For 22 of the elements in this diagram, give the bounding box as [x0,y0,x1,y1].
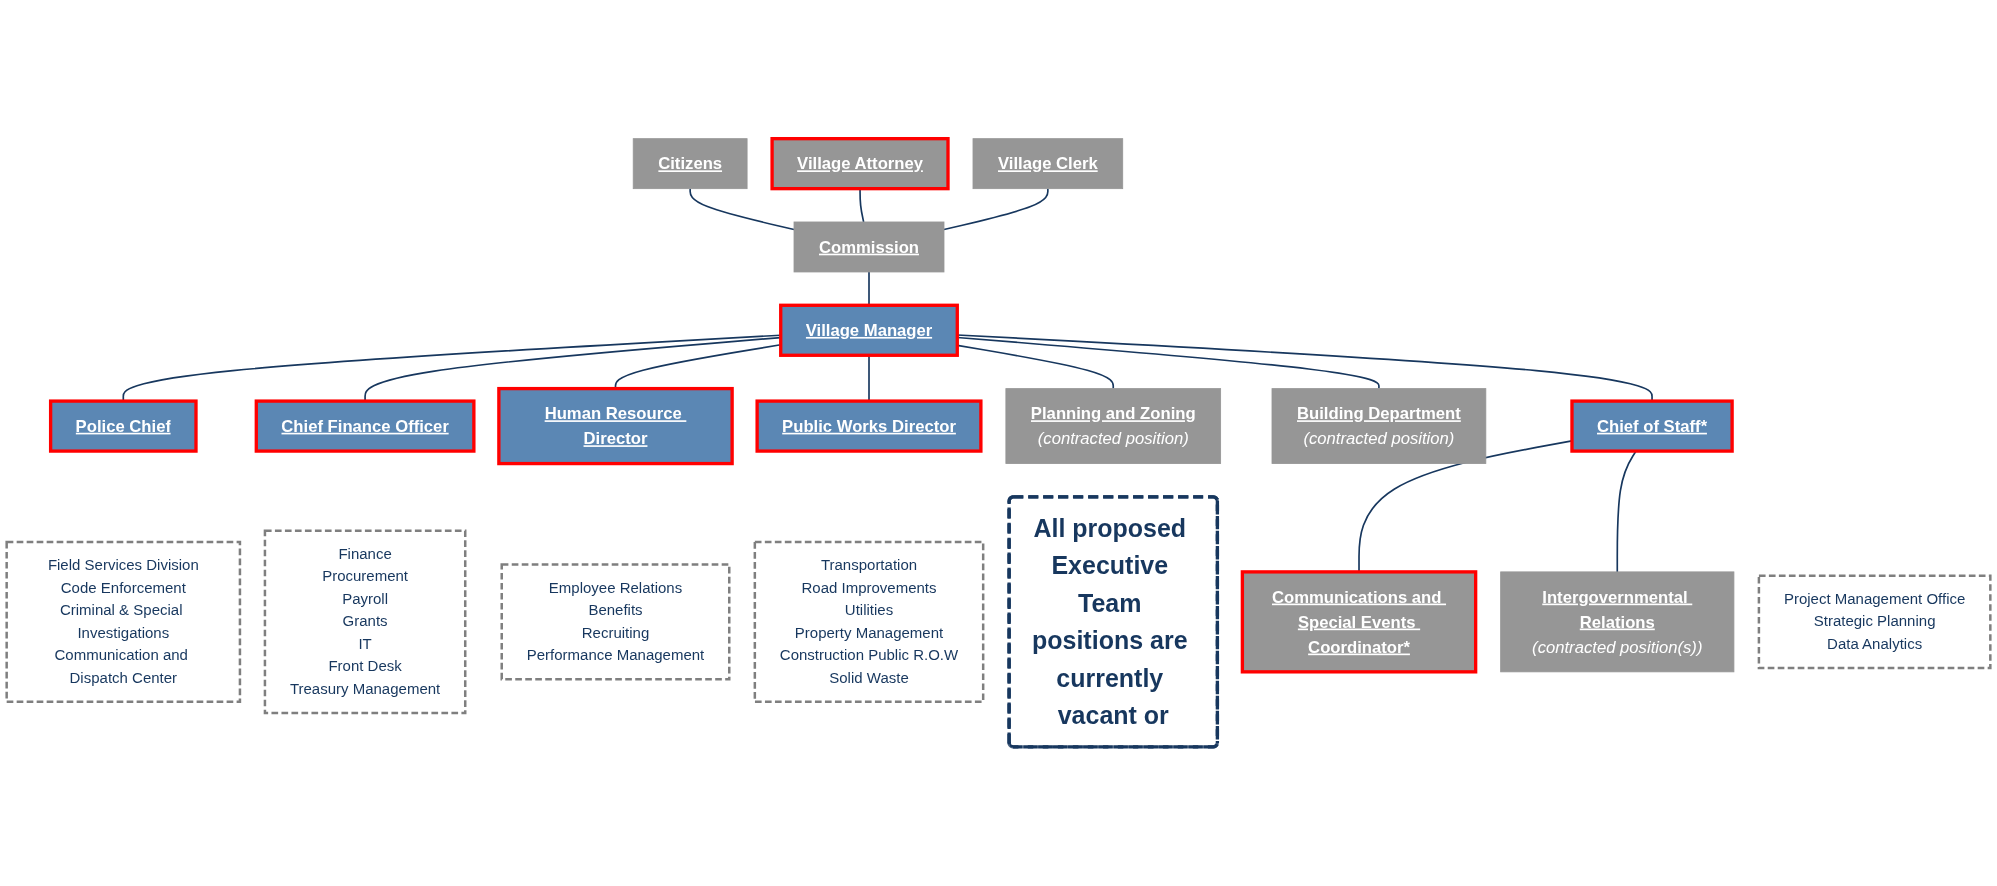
node-box: Transportation Road Improvements Utilities Property Management Construction Public R.O.W Solid Waste [753,540,985,704]
connector [859,188,865,224]
node-box: Public Works Director [755,399,983,453]
connector [689,188,795,231]
connector [943,188,1049,231]
node-box: Chief of Staff* [1570,399,1734,453]
node-box: Chief Finance Officer [254,399,476,453]
node-box: Village Attorney [770,137,950,191]
node-box: Employee Relations Benefits Recruiting Performance Management [500,563,731,681]
node-box: Planning and Zoning (contracted position) [1005,388,1222,465]
node-box: Finance Procurement Payroll Grants IT Front Desk Treasury Management [263,529,467,715]
node-box: Communications and Special Events Coordinator* [1240,570,1478,674]
node-box: Village Manager [779,303,959,358]
node-box: Field Services Division Code Enforcement Criminal & Special Investigations Communication and Dispatch Center [5,540,242,704]
node-box: Commission [793,221,945,273]
node-box: Police Chief [48,399,198,453]
node-box: Citizens [632,138,748,190]
node-box: Project Management Office Strategic Planning Data Analytics [1757,574,1992,670]
node-box: Building Department (contracted position) [1271,388,1487,465]
node-box: Intergovernmental Relations (contracted position(s)) [1500,571,1735,673]
node-box: Human Resource Director [497,387,734,466]
node-box: Village Clerk [972,138,1124,190]
